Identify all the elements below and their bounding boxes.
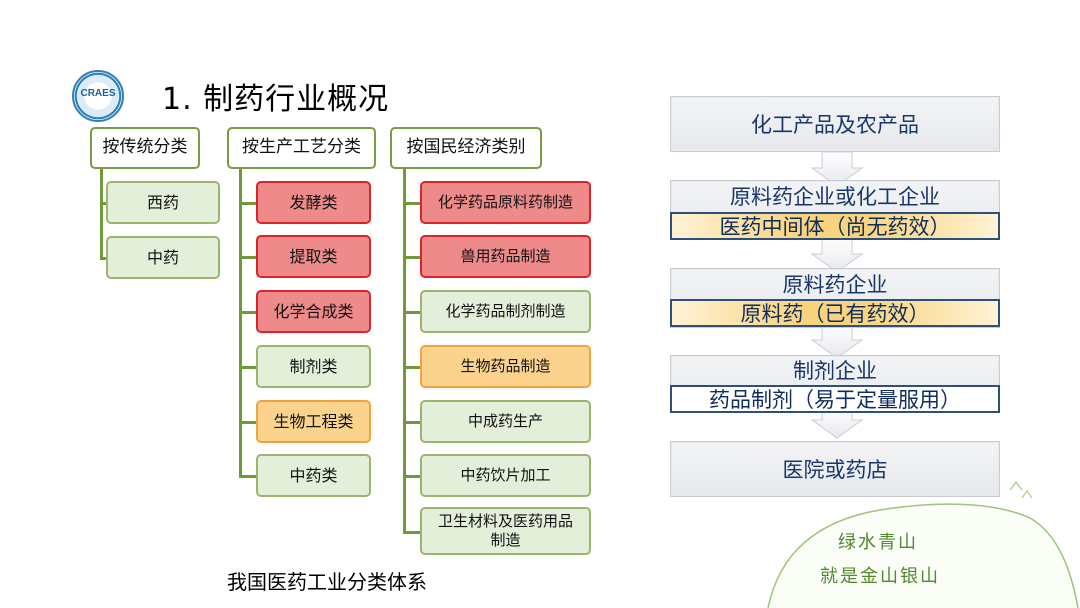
item-medical-supplies: 卫生材料及医药用品制造 xyxy=(420,507,591,555)
branch-line xyxy=(239,256,256,259)
item-chemical-preparation: 化学药品制剂制造 xyxy=(420,290,591,333)
branch-line xyxy=(100,202,106,205)
branch-line xyxy=(403,202,420,205)
connector-process xyxy=(239,169,242,477)
connector-traditional xyxy=(100,169,103,259)
branch-line xyxy=(403,531,420,534)
page-title: 1. 制药行业概况 xyxy=(162,82,390,117)
branch-line xyxy=(239,366,256,369)
down-arrow-icon xyxy=(810,151,864,187)
diagram-caption: 我国医药工业分类体系 xyxy=(227,570,427,594)
header-process: 按生产工艺分类 xyxy=(227,127,376,169)
header-economic: 按国民经济类别 xyxy=(390,127,542,169)
item-biologics: 生物药品制造 xyxy=(420,345,591,388)
item-proprietary-cm: 中成药生产 xyxy=(420,400,591,443)
hill-decoration xyxy=(767,480,1079,608)
item-chinese-medicine: 中药 xyxy=(106,236,220,279)
flow-stage-3-product: 药品制剂（易于定量服用） xyxy=(670,385,1000,413)
item-west-medicine: 西药 xyxy=(106,181,220,224)
logo-text: CRAES xyxy=(80,88,116,99)
item-tcm: 中药类 xyxy=(256,454,371,497)
item-veterinary-drugs: 兽用药品制造 xyxy=(420,235,591,278)
item-fermentation: 发酵类 xyxy=(256,181,371,224)
flow-stage-2-product: 原料药（已有药效） xyxy=(670,299,1000,327)
slogan-line-1: 绿水青山 xyxy=(838,532,918,553)
craes-logo xyxy=(72,70,124,122)
item-decoction-pieces: 中药饮片加工 xyxy=(420,454,591,497)
branch-line xyxy=(403,475,420,478)
item-extraction: 提取类 xyxy=(256,235,371,278)
branch-line xyxy=(403,311,420,314)
connector-economic xyxy=(403,169,406,533)
item-api-manufacturing: 化学药品原料药制造 xyxy=(420,181,591,224)
flow-stage-3-name: 制剂企业 xyxy=(793,359,877,383)
down-arrow-icon xyxy=(810,323,864,359)
down-arrow-icon xyxy=(810,237,864,273)
item-preparation: 制剂类 xyxy=(256,345,371,388)
flow-stage-2-name: 原料药企业 xyxy=(782,273,888,297)
branch-line xyxy=(403,256,420,259)
flow-bottom-hospital: 医院或药店 xyxy=(670,441,1000,497)
branch-line xyxy=(239,421,256,424)
branch-line xyxy=(239,475,256,478)
branch-line xyxy=(100,257,106,260)
flow-stage-1-product: 医药中间体（尚无药效） xyxy=(670,212,1000,240)
branch-line xyxy=(239,311,256,314)
flow-stage-1-name: 原料药企业或化工企业 xyxy=(730,185,940,209)
item-bioengineering: 生物工程类 xyxy=(256,400,371,443)
header-traditional: 按传统分类 xyxy=(90,127,200,169)
branch-line xyxy=(403,421,420,424)
branch-line xyxy=(403,366,420,369)
item-chemical-synthesis: 化学合成类 xyxy=(256,290,371,333)
flow-top-raw-materials: 化工产品及农产品 xyxy=(670,96,1000,152)
branch-line xyxy=(239,202,256,205)
slogan-line-2: 就是金山银山 xyxy=(820,566,940,587)
